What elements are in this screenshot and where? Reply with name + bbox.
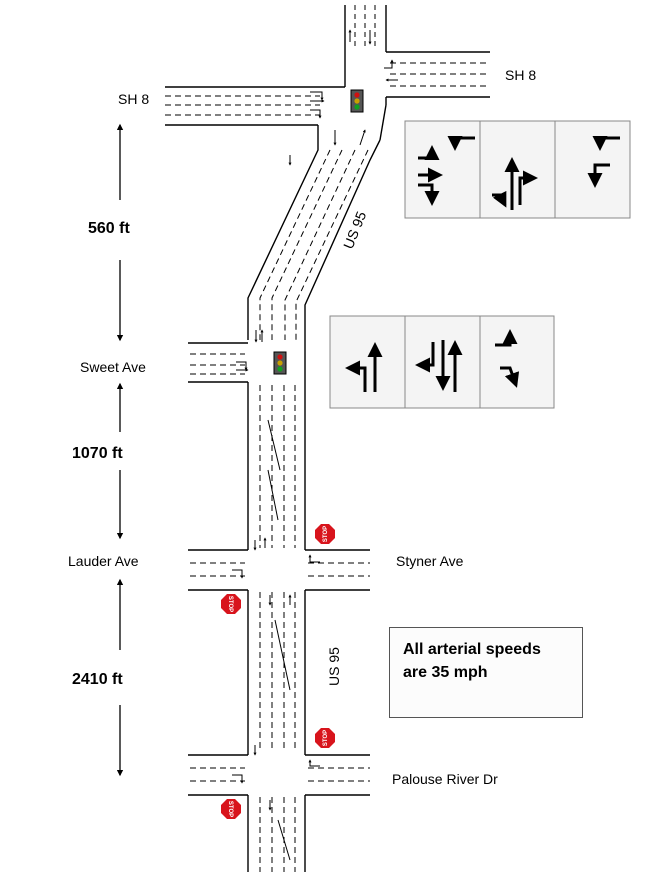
lane-use-panel-sh8 [404, 120, 631, 219]
road-label-styner-ave: Styner Ave [396, 553, 464, 569]
sh8-intersection-edges [317, 52, 387, 141]
stop-sign-icon: STOP [315, 728, 335, 748]
stop-sign-icon: STOP [221, 799, 241, 819]
road-label-us95-lower: US 95 [326, 647, 342, 686]
lauder-styner-road [188, 549, 370, 591]
speed-note-line-1: All arterial speeds [403, 641, 541, 658]
speed-note: All arterial speeds are 35 mph [389, 627, 583, 718]
svg-text:STOP: STOP [227, 801, 233, 817]
us95-north-segment [344, 5, 387, 52]
lane-use-panel-sweet [329, 315, 555, 409]
road-label-us95-upper: US 95 [340, 209, 369, 251]
us95-south-segment [247, 340, 306, 872]
svg-text:STOP: STOP [323, 526, 329, 542]
sh8-east-approach [386, 51, 490, 98]
road-label-sh8-west: SH 8 [118, 91, 149, 107]
road-label-sh8-east: SH 8 [505, 67, 536, 83]
speed-note-line-2: are 35 mph [403, 664, 488, 681]
distance-label-1: 560 ft [88, 220, 130, 237]
road-label-palouse-river-dr: Palouse River Dr [392, 771, 498, 787]
sh8-west-approach [165, 86, 345, 126]
lane-arrow-icon [418, 136, 620, 210]
distance-label-3: 2410 ft [72, 671, 123, 688]
road-label-lauder-ave: Lauder Ave [68, 553, 139, 569]
us95-diagonal-segment [247, 139, 381, 340]
lane-arrow-icon [345, 329, 520, 392]
traffic-signal-icon [273, 351, 287, 375]
traffic-signal-icon [350, 89, 364, 113]
svg-text:STOP: STOP [323, 730, 329, 746]
stop-sign-icon: STOP [221, 594, 241, 614]
distance-label-2: 1070 ft [72, 445, 123, 462]
lane-turn-marks [232, 29, 398, 811]
svg-text:STOP: STOP [227, 596, 233, 612]
stop-sign-icon: STOP [315, 524, 335, 544]
road-label-sweet-ave: Sweet Ave [80, 359, 146, 375]
palouse-road [188, 754, 370, 796]
sweet-ave-road [188, 342, 248, 383]
